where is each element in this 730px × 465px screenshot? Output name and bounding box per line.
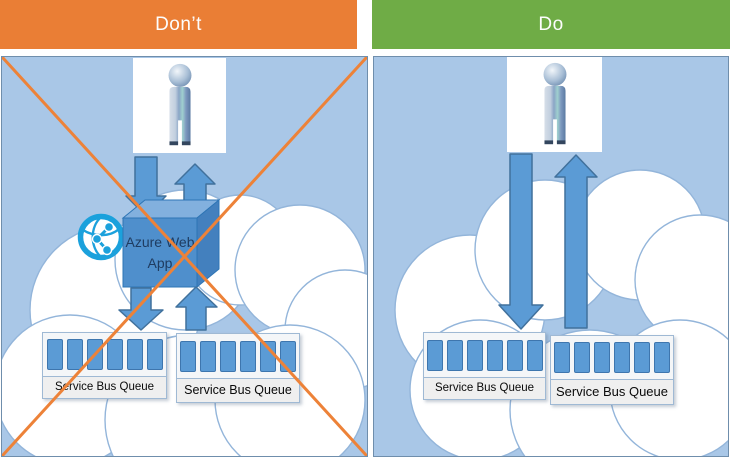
dont-header: Don’t xyxy=(0,0,357,49)
dont-panel: Azure Web App Service Bus Queue Service … xyxy=(1,56,368,457)
queue-messages xyxy=(424,333,545,377)
queue-message-bar xyxy=(126,339,143,370)
queue-label: Service Bus Queue xyxy=(177,378,299,402)
queue-label: Service Bus Queue xyxy=(551,379,673,404)
queue-message-bar xyxy=(426,339,443,371)
dont-header-label: Don’t xyxy=(155,13,202,35)
user-figure xyxy=(168,63,191,145)
queue-message-bar xyxy=(200,340,216,372)
queue-messages xyxy=(177,334,299,378)
user-icon xyxy=(133,58,226,153)
azure-web-app-label: Azure Web App xyxy=(125,234,195,271)
queue-message-bar xyxy=(554,342,570,373)
queue-message-bar xyxy=(634,342,650,373)
queue-message-bar xyxy=(240,340,256,372)
do-panel: Service Bus Queue Service Bus Queue xyxy=(373,56,729,457)
queue-message-bar xyxy=(180,340,196,372)
queue-message-bar xyxy=(594,342,610,373)
queue-message-bar xyxy=(146,339,163,370)
queue-label: Service Bus Queue xyxy=(43,376,166,398)
arrow-queue-to-user xyxy=(554,154,598,329)
user-icon xyxy=(507,57,602,152)
cross-out-mark xyxy=(2,57,367,456)
queue-message-bar xyxy=(106,339,123,370)
arrow-user-to-queue xyxy=(498,153,544,330)
queue-message-bar xyxy=(66,339,83,370)
queue-message-bar xyxy=(220,340,236,372)
queue-message-bar xyxy=(446,339,463,371)
queue-message-bar xyxy=(486,339,503,371)
queue-message-bar xyxy=(614,342,630,373)
arrow-queue-to-webapp xyxy=(175,286,218,331)
user-figure xyxy=(543,62,566,144)
do-header: Do xyxy=(372,0,730,49)
queue-message-bar xyxy=(506,339,523,371)
service-bus-queue: Service Bus Queue xyxy=(423,332,546,400)
queue-messages xyxy=(551,336,673,379)
do-diagram-shapes xyxy=(498,153,598,330)
globe-icon xyxy=(77,213,125,261)
queue-message-bar xyxy=(526,339,543,371)
queue-label: Service Bus Queue xyxy=(424,377,545,399)
do-header-label: Do xyxy=(538,13,564,35)
queue-message-bar xyxy=(46,339,63,370)
queue-message-bar xyxy=(654,342,670,373)
queue-message-bar xyxy=(466,339,483,371)
service-bus-queue: Service Bus Queue xyxy=(550,335,674,405)
service-bus-queue: Service Bus Queue xyxy=(176,333,300,403)
queue-messages xyxy=(43,333,166,376)
queue-message-bar xyxy=(574,342,590,373)
